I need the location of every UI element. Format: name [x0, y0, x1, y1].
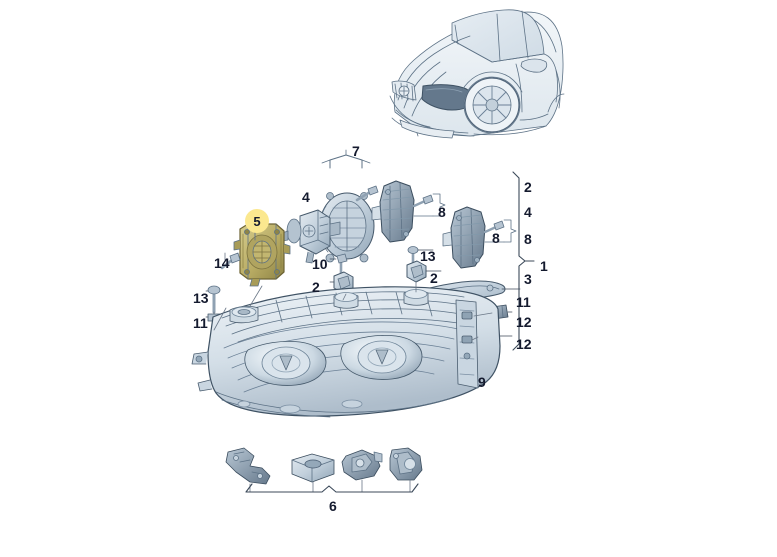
bracket-c: [341, 449, 383, 493]
callout-label: 2: [312, 279, 320, 295]
callout-label: 8: [524, 231, 532, 247]
callout-label: 4: [302, 189, 310, 205]
callout-label: 11: [516, 294, 531, 310]
callout-label: 14: [214, 255, 230, 271]
callout-label: 7: [352, 143, 360, 159]
part-8-module-right: [442, 206, 517, 269]
callout-label: 12: [516, 314, 532, 330]
callout-label: 4: [524, 204, 532, 220]
callout-label: 1: [540, 258, 548, 274]
callout-label: 8: [492, 230, 500, 246]
screw: [355, 185, 379, 202]
callout-label: 6: [329, 498, 337, 514]
bracket-b: [291, 453, 335, 493]
headlight-assembly: [191, 286, 501, 418]
part-2-nut-left: [406, 260, 442, 283]
part-13-screw-left: [205, 285, 221, 331]
callout-label: 10: [312, 256, 328, 272]
callout-label: 3: [524, 271, 532, 287]
callout-label: 8: [438, 204, 446, 220]
bracket-d: [389, 447, 423, 493]
assembly-brace-1: [512, 171, 535, 351]
projector-right: [340, 335, 423, 380]
projector-left: [244, 341, 327, 386]
part-2-nut-right: [329, 271, 354, 301]
part-14-screw: [220, 252, 241, 270]
callout-label: 11: [193, 315, 208, 331]
callout-label: 13: [193, 290, 209, 306]
callout-label: 2: [524, 179, 532, 195]
callout-label: 12: [516, 336, 532, 352]
highlighted-part-badge[interactable]: 5: [245, 209, 269, 233]
callout-label: 13: [420, 248, 436, 264]
repair-brackets-group: [225, 447, 423, 493]
part-8-module-left: [371, 180, 446, 243]
vehicle-illustration: [389, 9, 565, 139]
bracket-a: [225, 447, 271, 493]
callout-label: 9: [478, 374, 486, 390]
part-7-cover: [319, 149, 379, 263]
callout-label: 2: [430, 270, 438, 286]
part-5-control-module: [233, 223, 291, 287]
part-4-motor: [281, 209, 341, 264]
